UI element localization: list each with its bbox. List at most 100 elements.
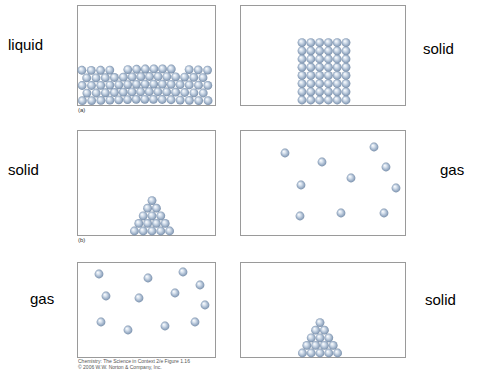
particle <box>148 211 157 220</box>
particle <box>342 71 351 80</box>
particle <box>320 341 329 350</box>
particle <box>324 55 333 64</box>
container-panel <box>241 263 406 358</box>
particle <box>329 341 338 350</box>
particle <box>306 71 315 80</box>
particle <box>342 79 351 88</box>
particle <box>119 73 128 82</box>
particle <box>96 66 105 75</box>
particle <box>318 158 327 167</box>
particle <box>134 219 143 228</box>
credit-line: © 2006 W.W. Norton & Company, Inc. <box>78 365 162 371</box>
particle <box>78 81 87 90</box>
particle <box>298 38 307 47</box>
particle <box>101 88 110 97</box>
particle <box>382 163 391 172</box>
particle <box>105 81 114 90</box>
particle <box>180 73 189 82</box>
particle <box>342 38 351 47</box>
particle <box>92 73 101 82</box>
particle <box>333 87 342 96</box>
particle <box>135 294 144 303</box>
particle <box>144 274 153 283</box>
particle <box>158 64 167 73</box>
particle <box>307 333 316 342</box>
particle <box>185 65 194 74</box>
particle <box>139 211 148 220</box>
particle <box>130 227 139 236</box>
container-panel <box>78 6 216 106</box>
particle <box>123 80 132 89</box>
state-label: gas <box>440 161 464 178</box>
particle <box>179 268 188 277</box>
particle <box>143 219 152 228</box>
panel-letter: (a) <box>78 107 85 114</box>
particle <box>324 63 333 72</box>
particle <box>78 96 87 105</box>
particle <box>306 63 315 72</box>
particle <box>298 87 307 96</box>
particle <box>333 349 342 358</box>
particle <box>333 71 342 80</box>
particle <box>324 71 333 80</box>
container-panel <box>241 131 406 236</box>
particle <box>148 227 157 236</box>
particle <box>194 65 203 74</box>
particle <box>281 149 290 158</box>
particle <box>101 73 110 82</box>
particle <box>185 96 194 105</box>
particle <box>105 66 114 75</box>
particle <box>92 89 101 98</box>
particle <box>380 209 389 218</box>
particle <box>315 46 324 55</box>
particle <box>162 88 171 97</box>
particle <box>143 204 152 213</box>
particle <box>161 322 170 331</box>
particle <box>392 184 401 193</box>
state-label: liquid <box>8 36 43 53</box>
particle <box>167 80 176 89</box>
particle <box>298 349 307 358</box>
particle <box>82 74 91 83</box>
container-panel <box>78 131 216 236</box>
particle <box>342 55 351 64</box>
particle <box>342 46 351 55</box>
particle <box>156 227 165 236</box>
particle <box>124 326 133 335</box>
particle <box>297 181 306 190</box>
particle <box>176 80 185 89</box>
particle <box>194 96 203 105</box>
particle <box>153 87 162 96</box>
particle <box>152 204 161 213</box>
particle <box>141 65 150 74</box>
particle <box>311 341 320 350</box>
particle <box>201 301 210 310</box>
particle <box>306 79 315 88</box>
particle <box>203 81 212 90</box>
particle <box>189 73 198 82</box>
particle <box>114 80 123 89</box>
particle <box>123 65 132 74</box>
particle <box>196 281 205 290</box>
particle <box>347 174 356 183</box>
state-label: solid <box>425 291 456 308</box>
particle <box>320 326 329 335</box>
particle <box>298 63 307 72</box>
particle <box>370 143 379 152</box>
panel-letter: (b) <box>78 237 85 244</box>
particle <box>191 318 200 327</box>
particle <box>298 96 307 105</box>
particle <box>316 349 325 358</box>
particle <box>324 38 333 47</box>
particle <box>140 95 149 104</box>
particle <box>102 292 111 301</box>
particle <box>333 46 342 55</box>
particle <box>316 333 325 342</box>
particle <box>307 349 316 358</box>
particle <box>136 87 145 96</box>
particle <box>123 95 132 104</box>
particle <box>324 87 333 96</box>
particle <box>306 38 315 47</box>
particle <box>87 96 96 105</box>
